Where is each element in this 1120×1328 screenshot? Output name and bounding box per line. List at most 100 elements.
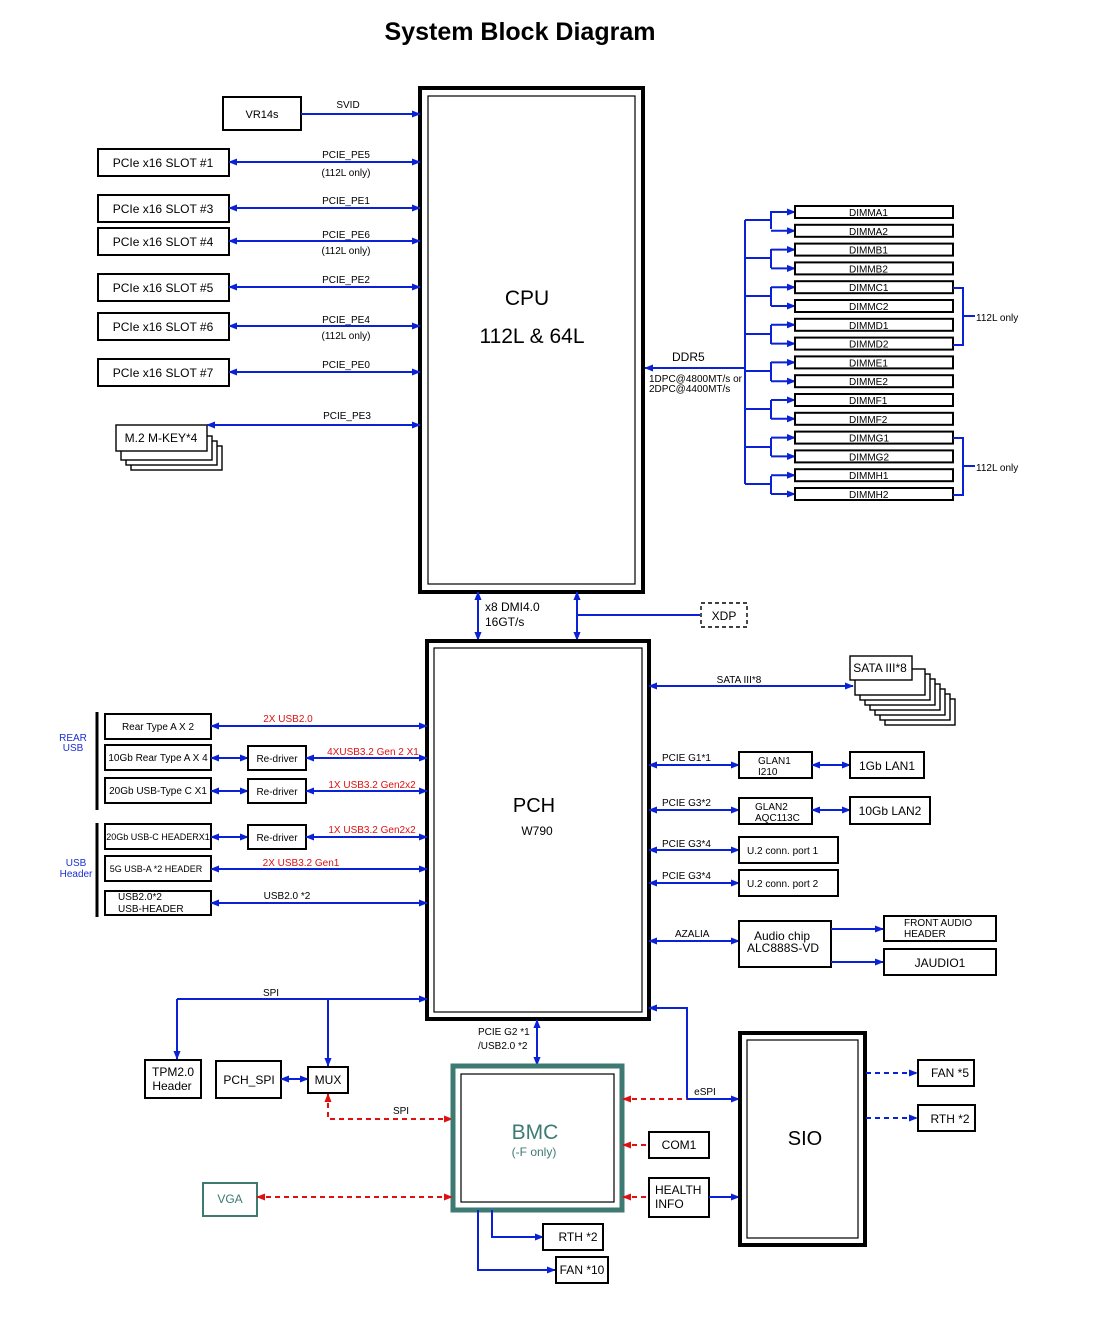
bmc-spi-label: SPI xyxy=(393,1106,409,1117)
rear-usb-row-1-label: Rear Type A X 2 xyxy=(122,722,195,733)
com1-link: COM1 xyxy=(622,1131,710,1159)
dimm-label: DIMMH2 xyxy=(849,490,889,501)
u2-port-1-link: PCIE G3*4 U.2 conn. port 1 xyxy=(648,836,839,864)
dimm-label: DIMMD1 xyxy=(849,321,889,332)
sio-fan-link: FAN *5 xyxy=(866,1059,975,1087)
vga-link: VGA xyxy=(202,1182,453,1217)
dimm-label: DIMMF1 xyxy=(849,396,888,407)
pch-bmc-label-2: /USB2.0 *2 xyxy=(478,1041,528,1052)
vr14s-link: VR14s SVID xyxy=(222,96,421,131)
dimm-slot xyxy=(794,317,954,332)
rear-usb-row-3-label: 20Gb USB-Type C X1 xyxy=(109,786,207,797)
pch-bmc-label-1: PCIE G2 *1 xyxy=(478,1027,530,1038)
dimm-slot xyxy=(794,374,954,389)
dimm-slot xyxy=(794,242,954,257)
pcie-slot-7: PCIe x16 SLOT #7 PCIE_PE0 xyxy=(97,358,421,387)
dmi-label-1: x8 DMI4.0 xyxy=(485,600,540,614)
pcie-slot-4-link: PCIE_PE6 xyxy=(322,230,370,241)
lan1-port-label: 1Gb LAN1 xyxy=(859,759,915,773)
pcie-slot-7-link: PCIE_PE0 xyxy=(322,360,370,371)
rear-usb-label-2: USB xyxy=(63,743,84,754)
pch-sub-label: W790 xyxy=(521,824,553,838)
cpu-sub-label: 112L & 64L xyxy=(479,325,584,348)
ddr5-label: DDR5 xyxy=(672,350,705,364)
dimm-slot xyxy=(794,411,954,426)
pcie-slot-5: PCIe x16 SLOT #5 PCIE_PE2 xyxy=(97,273,421,302)
lan1-chip-1: GLAN1 xyxy=(758,756,791,767)
pcie-slot-6-label: PCIe x16 SLOT #6 xyxy=(113,320,214,334)
dimm-list: DIMMA1DIMMA2DIMMB1DIMMB2DIMMC1DIMMC2DIMM… xyxy=(771,205,954,501)
lan2-chip-2: AQC113C xyxy=(755,813,800,824)
jaudio-label: JAUDIO1 xyxy=(915,956,966,970)
pcie-slot-4-label: PCIe x16 SLOT #4 xyxy=(113,235,214,249)
tpm-label-2: Header xyxy=(152,1079,191,1093)
usb-header-row-1-redriver: Re-driver xyxy=(256,833,298,844)
dimm-slot xyxy=(794,468,954,483)
u2-port-2-label: U.2 conn. port 2 xyxy=(747,879,819,890)
vga-label: VGA xyxy=(217,1192,242,1206)
cpu-label: CPU xyxy=(505,287,549,310)
u2-port-1-label: U.2 conn. port 1 xyxy=(747,846,819,857)
audio-link: AZALIA Audio chip ALC888S-VD FRONT AUDIO… xyxy=(648,915,997,976)
pcie-slot-1-note: (112L only) xyxy=(322,168,371,179)
dimm-label: DIMMA1 xyxy=(849,208,888,219)
rear-usb-row-2-label: 10Gb Rear Type A X 4 xyxy=(108,753,208,764)
pcie-slot-3-label: PCIe x16 SLOT #3 xyxy=(113,202,214,216)
dimm-slot xyxy=(794,355,954,370)
dimm-label: DIMMF2 xyxy=(849,415,888,426)
dimm-label: DIMMB1 xyxy=(849,246,888,257)
sio-block: SIO xyxy=(738,1031,867,1247)
m2-mkey: M.2 M-KEY*4 PCIE_PE3 xyxy=(115,411,421,471)
bmc-block: BMC (-F only) xyxy=(450,1063,625,1213)
tpm-label-1: TPM2.0 xyxy=(152,1065,194,1079)
usb-header-row-1-link: 1X USB3.2 Gen2x2 xyxy=(328,825,416,836)
dimm-slot xyxy=(794,205,954,219)
dimm-note-bottom: 112L only xyxy=(976,463,1018,474)
pch-label: PCH xyxy=(513,795,555,817)
pcie-slot-4: PCIe x16 SLOT #4 PCIE_PE6 (112L only) xyxy=(97,227,421,257)
dmi-label-2: 16GT/s xyxy=(485,615,524,629)
ddr5-speed-1: 1DPC@4800MT/s or xyxy=(649,374,743,385)
dimm-label: DIMMD2 xyxy=(849,340,889,351)
sata-box-label: SATA III*8 xyxy=(853,661,907,675)
usb-header-row-2-link: 2X USB3.2 Gen1 xyxy=(263,858,340,869)
bmc-label: BMC xyxy=(512,1121,559,1144)
espi-label: eSPI xyxy=(694,1087,716,1098)
pch-block: PCH W790 xyxy=(425,639,651,1021)
pch-bmc-link: PCIE G2 *1 /USB2.0 *2 xyxy=(478,1019,541,1066)
pcie-slot-6: PCIe x16 SLOT #6 PCIE_PE4 (112L only) xyxy=(97,312,421,342)
audio-chip-2: ALC888S-VD xyxy=(747,941,819,955)
dimm-slot xyxy=(794,261,954,276)
pcie-slot-1-label: PCIe x16 SLOT #1 xyxy=(113,156,214,170)
rear-usb-row-3-redriver: Re-driver xyxy=(256,787,298,798)
svid-label: SVID xyxy=(336,100,359,111)
rear-usb-group: REAR USB Rear Type A X 2 2X USB2.0 10Gb … xyxy=(59,712,428,810)
lan1-link: PCIE G1*1 GLAN1 I210 1Gb LAN1 xyxy=(648,751,925,779)
vr14s-box xyxy=(222,96,302,131)
spi-bus: SPI TPM2.0 Header PCH_SPI MUX SPI xyxy=(144,988,453,1123)
mux-label: MUX xyxy=(315,1073,342,1087)
pcie-slot-6-link: PCIE_PE4 xyxy=(322,315,370,326)
sio-rth-label: RTH *2 xyxy=(930,1112,969,1126)
dimm-slot xyxy=(794,393,954,407)
usb-header-row-3-label-1: USB2.0*2 xyxy=(118,892,162,903)
diagram-title: System Block Diagram xyxy=(385,18,656,46)
usb-header-group: USB Header 20Gb USB-C HEADERX1 Re-driver… xyxy=(60,823,428,917)
memory-bus: DDR5 1DPC@4800MT/s or 2DPC@4400MT/s xyxy=(644,211,772,494)
dimm-label: DIMME1 xyxy=(849,358,888,369)
spi-label: SPI xyxy=(263,988,279,999)
dimm-slot xyxy=(794,299,954,313)
pcie-slot-3: PCIe x16 SLOT #3 PCIE_PE1 xyxy=(97,194,421,223)
lan2-chip-1: GLAN2 xyxy=(755,802,788,813)
sata-link: SATA III*8 SATA III*8 xyxy=(648,655,956,726)
dimm-slot xyxy=(794,449,954,464)
lan1-link-label: PCIE G1*1 xyxy=(662,753,711,764)
lan2-port-label: 10Gb LAN2 xyxy=(859,804,922,818)
front-audio-label-1: FRONT AUDIO xyxy=(904,918,972,929)
dimm-label: DIMMA2 xyxy=(849,227,888,238)
dimm-label: DIMME2 xyxy=(849,377,888,388)
front-audio-label-2: HEADER xyxy=(904,929,946,940)
dimm-label: DIMMG2 xyxy=(849,452,889,463)
usb-header-row-3-label-2: USB-HEADER xyxy=(118,904,184,915)
